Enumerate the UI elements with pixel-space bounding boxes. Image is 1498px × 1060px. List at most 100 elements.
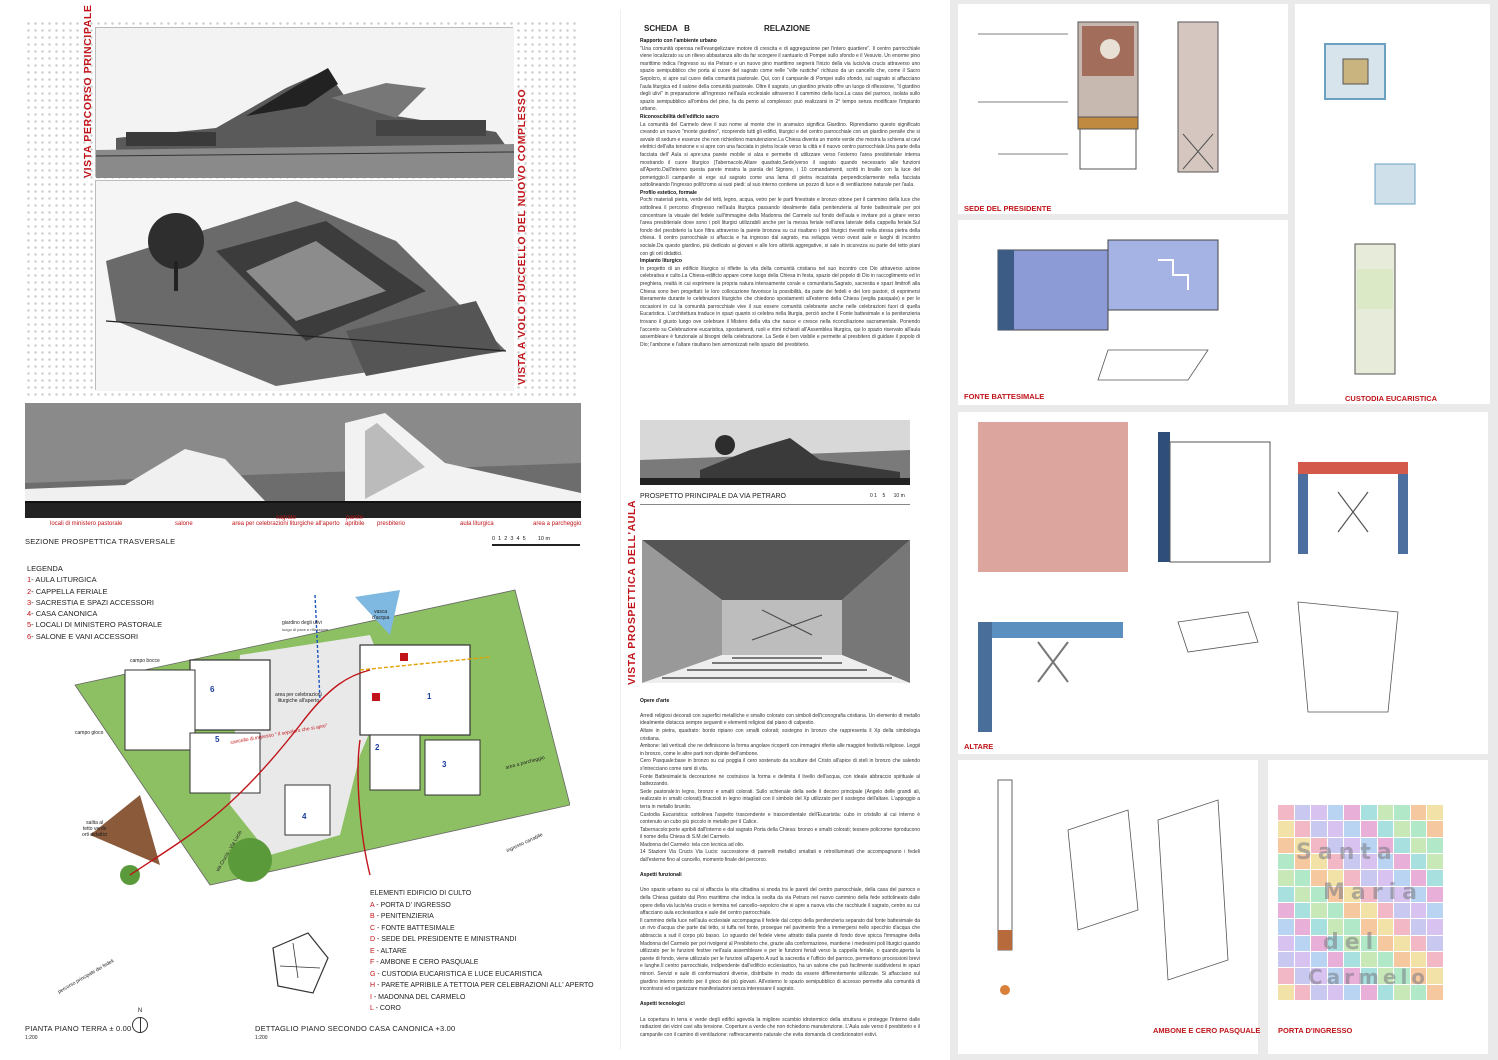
mosaic-tile <box>1394 837 1410 853</box>
paragraph-text: Pochi materiali pietra, verde del tetti,… <box>640 197 920 257</box>
mosaic-tile <box>1311 821 1327 837</box>
element-item: I - MADONNA DEL CARMELO <box>370 992 594 1004</box>
mosaic-tile <box>1294 935 1311 951</box>
pianta-scale: 1:200 <box>25 1035 38 1041</box>
mosaic-tile <box>1394 902 1410 919</box>
prospetto-scale: 0 1 5 10 m <box>870 493 905 499</box>
mosaic-tile <box>1410 870 1427 886</box>
scale-bar <box>492 544 580 546</box>
room-number-3: 3 <box>442 760 447 769</box>
mosaic-tile <box>1344 821 1360 837</box>
mosaic-tile <box>1427 902 1443 919</box>
mosaic-tile <box>1327 853 1344 870</box>
custodia-sheet: CUSTODIA EUCARISTICA <box>1295 4 1490 404</box>
element-key: C <box>370 924 376 932</box>
mosaic-tile <box>1361 886 1377 902</box>
legend-number: 1 <box>27 575 32 585</box>
legend-item: 3- SACRESTIA E SPAZI ACCESSORI <box>27 597 162 608</box>
mosaic-tile <box>1311 837 1327 853</box>
report-text-2: Opere d'arte Arredi religiosi decorati c… <box>640 690 920 1052</box>
mosaic-tile <box>1410 853 1427 870</box>
mosaic-tile <box>1294 951 1311 968</box>
altare-caption: ALTARE <box>964 742 994 751</box>
mosaic-tile <box>1361 935 1377 951</box>
mosaic-tile <box>1311 919 1327 935</box>
room-number-5: 5 <box>215 735 220 744</box>
elements-title: ELEMENTI EDIFICIO DI CULTO <box>370 890 472 897</box>
mosaic-tile <box>1427 853 1443 870</box>
mosaic-tile <box>1344 935 1360 951</box>
paragraph-heading: Impianto liturgico <box>640 258 682 265</box>
mosaic-tile <box>1278 951 1294 968</box>
element-label: - PENITENZIERIA <box>376 913 434 920</box>
ambone-caption: AMBONE E CERO PASQUALE <box>1153 1026 1261 1035</box>
element-label: - ALTARE <box>376 947 407 955</box>
mosaic-tile <box>1344 805 1360 821</box>
mosaic-tile <box>1311 870 1327 886</box>
mosaic-tile <box>1410 805 1427 821</box>
porta-word: Carmelo <box>1308 965 1430 989</box>
element-key: D <box>370 936 376 943</box>
element-label: - AMBONE E CERO PASQUALE <box>376 959 479 966</box>
right-panel: SEDE DEL PRESIDENTE CUSTODIA EUCARISTICA… <box>950 0 1498 1060</box>
vista-aula-image <box>642 540 910 683</box>
detail-plan <box>268 928 338 998</box>
mosaic-tile <box>1327 919 1344 935</box>
element-label: - SEDE DEL PRESIDENTE E MINISTRANDI <box>377 936 517 943</box>
mosaic-tile <box>1427 805 1443 821</box>
legend-number: 6 <box>27 631 32 641</box>
mosaic-tile <box>1294 870 1311 886</box>
mosaic-tile <box>1327 837 1344 853</box>
plan-label-percorso: percorso principale dei fedeli <box>57 958 116 996</box>
paragraph-heading: Aspetti tecnologici <box>640 1001 685 1008</box>
mosaic-tile <box>1377 853 1394 870</box>
mosaic-tile <box>1327 935 1344 951</box>
mosaic-tile <box>1327 805 1344 821</box>
dettaglio-scale: 1:200 <box>255 1035 268 1041</box>
mosaic-tile <box>1327 870 1344 886</box>
element-label: - CUSTODIA EUCARISTICA E LUCE EUCARISTIC… <box>377 970 543 978</box>
section-label: aula liturgica <box>460 521 494 527</box>
porta-sheet: Santa Maria del Carmelo PORTA D'INGRESSO <box>1268 760 1488 1054</box>
paragraph-heading: Opere d'arte <box>640 697 670 704</box>
mosaic-tile <box>1394 870 1410 886</box>
mosaic-tile <box>1311 902 1327 919</box>
mosaic-tile <box>1394 805 1410 821</box>
mosaic-tile <box>1427 821 1443 837</box>
porta-word: del <box>1323 930 1380 955</box>
mosaic-tile <box>1410 951 1427 968</box>
mosaic-tile <box>1344 853 1360 870</box>
vista-percorso-title: VISTA PERCORSO PRINCIPALE <box>82 4 94 179</box>
mosaic-tile <box>1410 935 1427 951</box>
mosaic-tile <box>1377 902 1394 919</box>
plan-label-campo-gioco: campo gioco <box>75 730 104 736</box>
paragraph-heading: Rapporto con l'ambiente urbano <box>640 38 717 44</box>
north-label: N <box>137 1008 143 1014</box>
mosaic-tile <box>1278 837 1294 853</box>
mosaic-tile <box>1311 984 1327 1000</box>
sede-sheet: SEDE DEL PRESIDENTE <box>958 4 1288 214</box>
mosaic-tile <box>1344 919 1360 935</box>
mosaic-tile <box>1278 984 1294 1000</box>
mosaic-tile <box>1377 805 1394 821</box>
mosaic-tile <box>1278 919 1294 935</box>
prospetto-image <box>640 420 910 485</box>
element-item: F - AMBONE E CERO PASQUALE <box>370 957 594 969</box>
mosaic-tile <box>1427 984 1443 1000</box>
element-key: L <box>370 1005 374 1012</box>
mosaic-tile <box>1311 968 1327 984</box>
element-label: - MADONNA DEL CARMELO <box>373 993 466 1001</box>
mosaic-tile <box>1427 919 1443 935</box>
room-number-4: 4 <box>302 812 307 821</box>
paragraph-heading: Profilo estetico, formale <box>640 189 697 196</box>
middle-panel: SCHEDA B RELAZIONE Rapporto con l'ambien… <box>626 0 940 1060</box>
mosaic-tile <box>1394 935 1410 951</box>
mosaic-tile <box>1311 951 1327 968</box>
mosaic-tile <box>1278 935 1294 951</box>
mosaic-tile <box>1377 968 1394 984</box>
legend-number: 3 <box>27 597 32 607</box>
custodia-caption: CUSTODIA EUCARISTICA <box>1345 394 1438 403</box>
legend-label: - AULA LITURGICA <box>31 575 97 585</box>
